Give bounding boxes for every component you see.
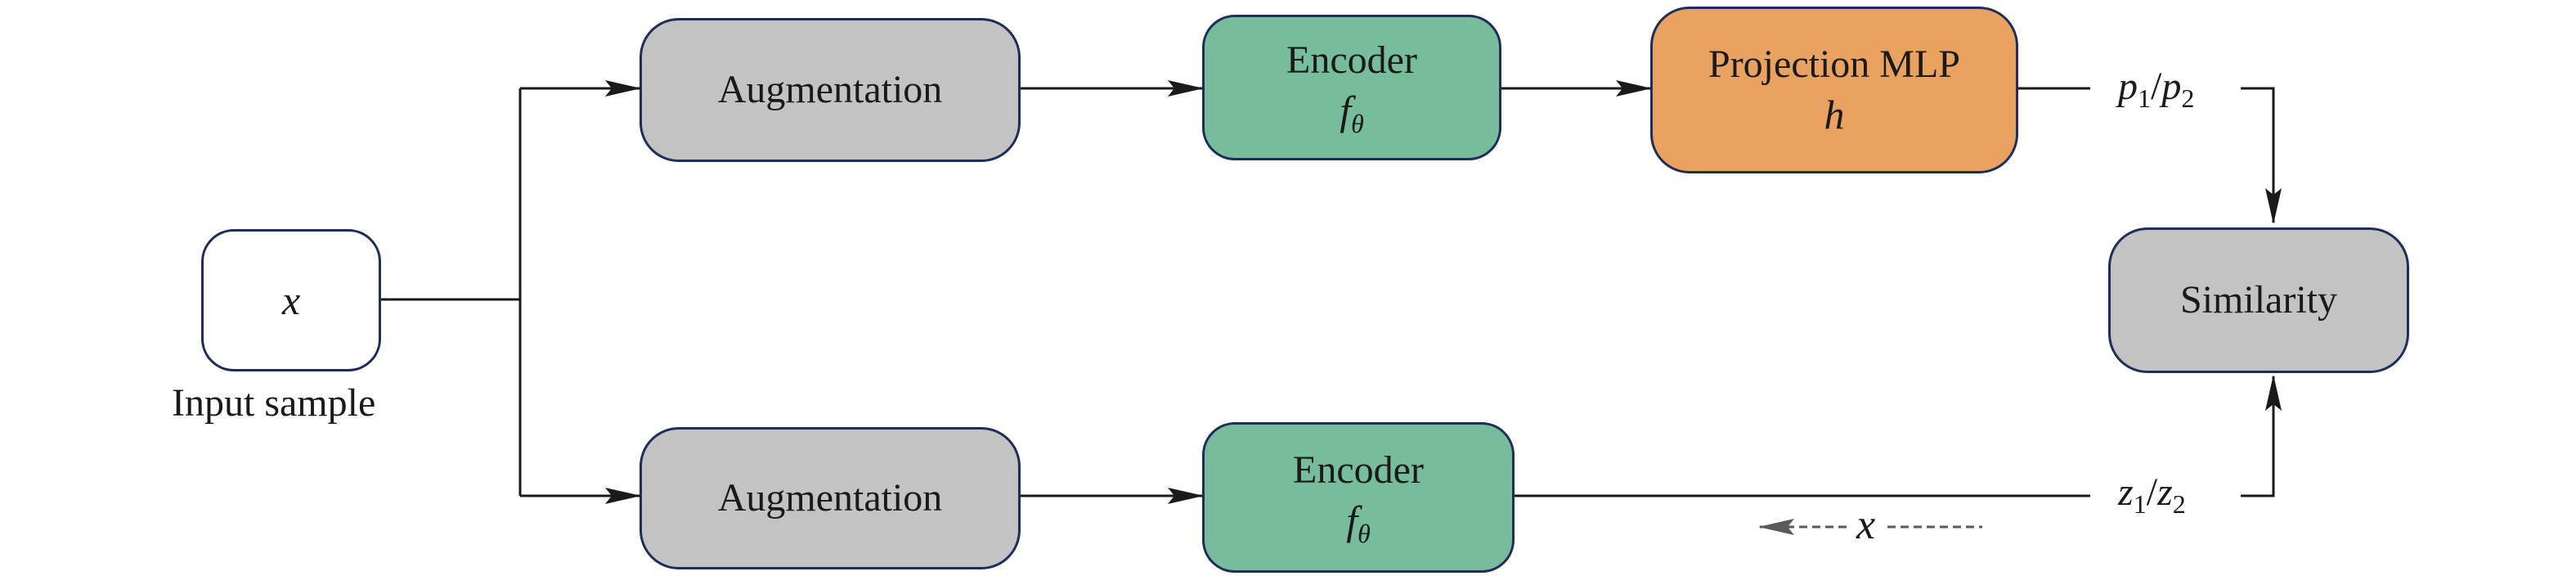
projection-mlp-node: Projection MLP h <box>1650 7 2018 173</box>
p1-subscript: 1 <box>2138 83 2151 113</box>
p2-subscript: 2 <box>2181 83 2195 113</box>
bottom-encoder-label: Encoder <box>1293 448 1424 492</box>
top-encoder-symbol: fθ <box>1340 85 1364 140</box>
bottom-encoder-symbol: fθ <box>1346 495 1371 550</box>
top-encoder-theta: θ <box>1351 108 1364 138</box>
z-separator: / <box>2146 470 2158 514</box>
similarity-label: Similarity <box>2180 278 2337 322</box>
p2-symbol: p <box>2161 65 2182 108</box>
z2-subscript: 2 <box>2172 489 2186 519</box>
p-separator: / <box>2151 65 2162 108</box>
bottom-encoder-node: Encoder fθ <box>1202 422 1515 573</box>
projection-mlp-label: Projection MLP <box>1708 42 1960 86</box>
bottom-augmentation-node: Augmentation <box>640 427 1021 569</box>
top-augmentation-node: Augmentation <box>640 18 1021 162</box>
z1-symbol: z <box>2118 470 2134 514</box>
stop-gradient-symbol: x <box>1856 502 1876 548</box>
arrow-z-to-similarity <box>2241 375 2282 497</box>
top-augmentation-label: Augmentation <box>717 68 943 111</box>
z1-subscript: 1 <box>2133 489 2147 519</box>
bottom-augmentation-label: Augmentation <box>717 476 943 520</box>
p1-symbol: p <box>2118 65 2138 108</box>
similarity-node: Similarity <box>2108 227 2409 373</box>
input-symbol: x <box>281 277 301 323</box>
z-output-label: z1/z2 <box>2118 470 2186 520</box>
z2-symbol: z <box>2157 470 2173 514</box>
projection-mlp-symbol: h <box>1824 91 1845 137</box>
input-node: x <box>201 229 381 371</box>
p-output-label: p1/p2 <box>2118 64 2194 114</box>
top-encoder-label: Encoder <box>1286 38 1417 82</box>
bottom-encoder-f: f <box>1346 497 1358 543</box>
arrow-p-to-similarity <box>2241 87 2282 224</box>
bottom-encoder-theta: θ <box>1358 518 1371 548</box>
input-caption: Input sample <box>172 381 376 425</box>
top-encoder-node: Encoder fθ <box>1202 15 1501 160</box>
top-encoder-f: f <box>1340 87 1352 133</box>
